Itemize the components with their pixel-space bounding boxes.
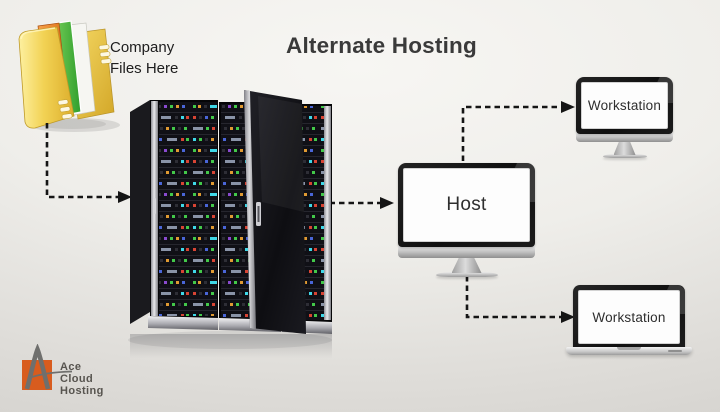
company-files-folder-icon	[18, 20, 120, 132]
rack-cabinet-1	[150, 100, 218, 318]
host-label: Host	[446, 194, 487, 215]
host-screen: Host	[403, 168, 530, 242]
logo-word-hosting: Hosting	[60, 385, 104, 397]
host-monitor-chin	[398, 246, 535, 258]
arrow-host-to-workstation-top	[461, 101, 575, 161]
folder-label-line1: Company	[110, 39, 175, 56]
arrow-host-to-workstation-bottom	[465, 276, 575, 323]
server-rack-icon	[128, 90, 332, 358]
workstation-bottom-laptop: Workstation	[566, 285, 692, 355]
ace-cloud-hosting-logo: Ace Cloud Hosting	[22, 344, 104, 397]
workstation-top-chin	[576, 133, 673, 142]
workstation-top-label: Workstation	[587, 98, 662, 113]
host-monitor: Host	[398, 163, 535, 277]
rack-side-panel	[130, 100, 150, 324]
folder-label: Company Files Here	[110, 37, 178, 79]
workstation-top-screen: Workstation	[581, 82, 668, 129]
laptop-hinge-notch	[617, 347, 641, 350]
workstation-top-stand	[613, 142, 636, 155]
workstation-top-base	[602, 154, 647, 158]
folder-rail-slots-top	[98, 44, 112, 65]
host-screen-bezel: Host	[398, 163, 535, 247]
host-monitor-stand	[451, 258, 482, 273]
folder-rail-slots-bottom	[57, 99, 73, 120]
workstation-bottom-bezel: Workstation	[573, 285, 685, 347]
logo-a-mark	[24, 344, 73, 390]
workstation-bottom-screen: Workstation	[578, 290, 680, 344]
workstation-top-bezel: Workstation	[576, 77, 673, 134]
laptop-base	[566, 347, 692, 355]
logo-word-cloud: Cloud	[60, 373, 93, 385]
host-monitor-base	[435, 272, 498, 277]
laptop-latch-slot	[668, 350, 682, 352]
rack-reflection	[128, 331, 332, 358]
workstation-bottom-label: Workstation	[592, 309, 666, 325]
workstation-top-monitor: Workstation	[576, 77, 673, 158]
folder-label-line2: Files Here	[110, 60, 179, 77]
logo-word-ace: Ace	[60, 361, 81, 373]
rack-open-door	[244, 90, 306, 334]
diagram-title: Alternate Hosting	[286, 33, 477, 58]
arrow-folder-to-server	[45, 123, 132, 203]
